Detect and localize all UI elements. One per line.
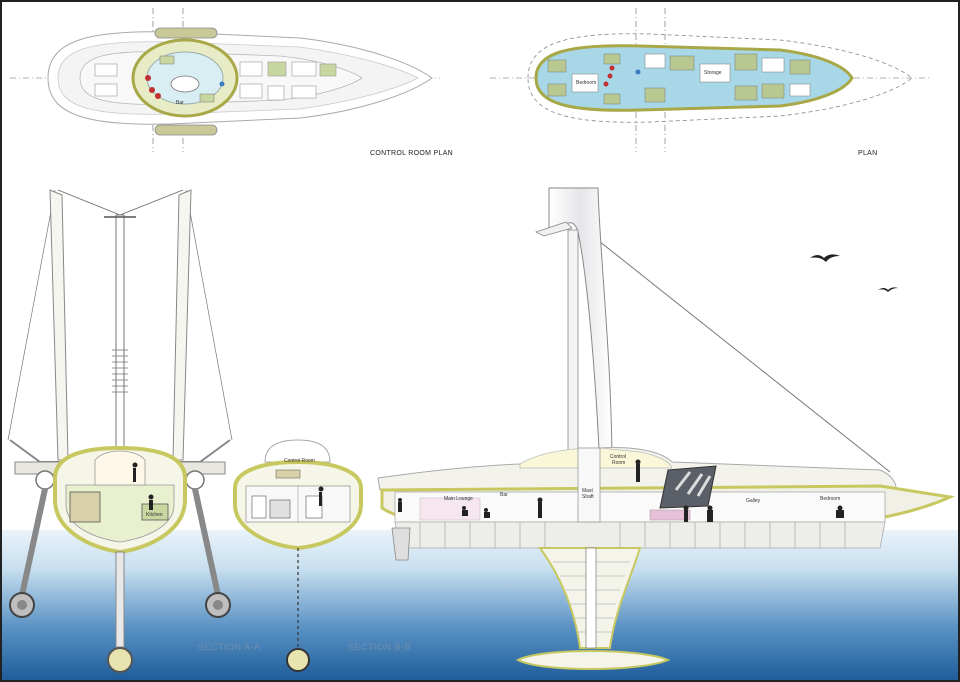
side-control-label-2: Room — [612, 460, 626, 466]
plan-bar-label: Bar — [176, 100, 184, 106]
water — [2, 530, 958, 680]
control-room-label: Control Room — [284, 458, 315, 464]
section-a — [7, 189, 233, 673]
mast-shaft-label-1: Mast — [582, 488, 593, 494]
plan-storage-label: Storage — [704, 70, 722, 76]
deck-plan — [490, 8, 930, 152]
bedroom-label: Bedroom — [820, 496, 841, 502]
section-a-label: SECTION A-A — [198, 642, 261, 652]
bird — [878, 287, 898, 292]
kitchen-label: Kitchen — [146, 512, 163, 518]
plan-label: PLAN — [858, 150, 878, 157]
bar-label: Bar — [500, 492, 508, 498]
mast-shaft-label-2: Shaft — [582, 494, 594, 500]
control-room-plan — [10, 8, 440, 152]
section-b-label: SECTION B-B — [348, 642, 412, 652]
control-room-plan-label: CONTROL ROOM PLAN — [370, 150, 454, 157]
galley-label: Galley — [746, 498, 761, 504]
side-section — [377, 187, 956, 670]
side-control-label-1: Control — [610, 454, 627, 460]
main-lounge-label: Main Lounge — [444, 496, 473, 502]
section-b — [233, 439, 363, 672]
plan-bedroom-label: Bedroom — [576, 80, 597, 86]
bird — [810, 254, 840, 262]
